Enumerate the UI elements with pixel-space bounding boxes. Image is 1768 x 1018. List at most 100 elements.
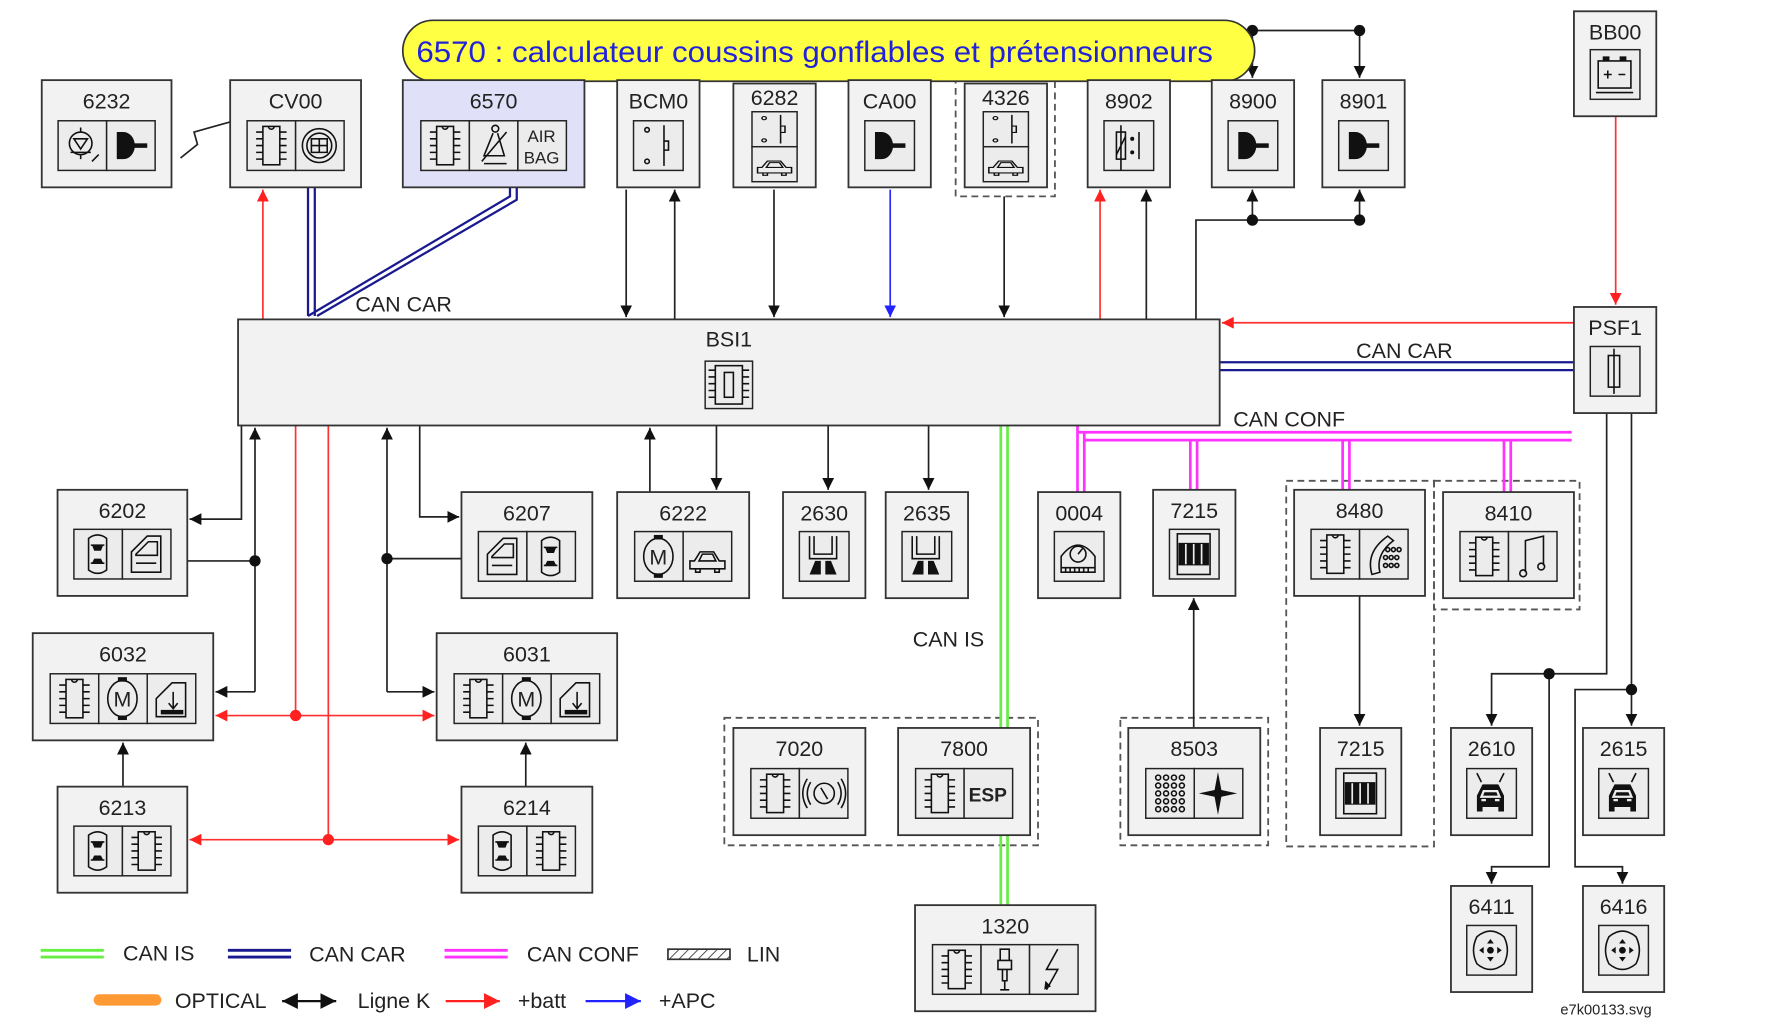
door-contact-icon xyxy=(992,114,1018,144)
legend-apc: +APC xyxy=(585,989,716,1013)
icon-panel xyxy=(1358,528,1409,580)
icon-panel xyxy=(963,767,1014,819)
module-6282[interactable]: 6282 xyxy=(732,82,817,189)
module-8480[interactable]: 8480 xyxy=(1293,488,1426,597)
speaker-icon xyxy=(1472,930,1509,971)
icon-panel xyxy=(682,530,733,582)
module-1320[interactable]: 1320 xyxy=(914,904,1097,1013)
chip-icon xyxy=(941,949,973,990)
module-label: 2610 xyxy=(1468,737,1516,761)
module-0004[interactable]: 0004 xyxy=(1037,491,1122,600)
module-label: 7800 xyxy=(940,737,988,761)
can-is-label: CAN IS xyxy=(913,628,984,652)
icon-panel xyxy=(1507,530,1558,582)
module-8902[interactable]: 8902 xyxy=(1086,79,1171,189)
module-8410[interactable]: 8410 xyxy=(1442,491,1575,600)
car-icon xyxy=(689,551,726,573)
legend-label: CAN CONF xyxy=(527,943,639,967)
icon-panel xyxy=(477,825,528,877)
module-7020[interactable]: 7020 xyxy=(732,727,867,837)
car-front-icon xyxy=(1608,772,1637,812)
relay-icon xyxy=(1115,125,1140,171)
module-6416[interactable]: 6416 xyxy=(1582,885,1666,993)
chip-icon xyxy=(59,678,90,719)
chip-icon xyxy=(131,830,162,871)
key-icon xyxy=(1238,132,1269,160)
module-7215[interactable]: 7215 xyxy=(1319,727,1403,837)
module-label: 6032 xyxy=(99,642,147,666)
sensor-icon xyxy=(68,127,100,162)
module-6202[interactable]: 6202 xyxy=(56,488,189,597)
legend-label: CAN CAR xyxy=(309,943,405,967)
module-label: 8900 xyxy=(1229,89,1277,113)
icon-panel xyxy=(751,110,798,148)
module-psf1[interactable]: PSF1 xyxy=(1573,306,1658,414)
module-label: 7215 xyxy=(1337,737,1385,761)
module-ca00[interactable]: CA00 xyxy=(847,79,932,189)
legend-batt: +batt xyxy=(445,989,566,1013)
module-label: 6213 xyxy=(99,796,147,820)
motor-icon: M xyxy=(642,534,674,578)
chip-icon xyxy=(256,125,287,166)
module-label: 6207 xyxy=(503,501,551,525)
icon-panel xyxy=(1589,345,1641,397)
module-label: 2630 xyxy=(800,501,848,525)
icon-panel xyxy=(57,120,108,172)
airbag-text: BAG xyxy=(524,149,560,168)
icon-panel xyxy=(798,530,850,582)
module-8901[interactable]: 8901 xyxy=(1321,79,1406,189)
module-2630[interactable]: 2630 xyxy=(782,491,867,600)
module-bb00[interactable]: BB00 xyxy=(1573,10,1658,118)
can-conf-label: CAN CONF xyxy=(1233,408,1345,432)
module-8503[interactable]: 8503 xyxy=(1127,727,1262,837)
chip-icon xyxy=(924,773,956,814)
module-bcm0[interactable]: BCM0 xyxy=(616,79,701,189)
legend-can-is: CAN IS xyxy=(40,941,194,965)
legend-label: Ligne K xyxy=(358,989,431,1013)
can-car-label: CAN CAR xyxy=(355,292,451,316)
module-label: 6222 xyxy=(659,501,707,525)
module-6207[interactable]: 6207 xyxy=(460,491,594,600)
module-6232[interactable]: 6232 xyxy=(40,79,173,189)
chip-icon xyxy=(759,773,791,814)
banner-bubble xyxy=(401,19,1256,83)
module-label: 8902 xyxy=(1105,89,1153,113)
module-bsi1[interactable]: BSI1 xyxy=(237,318,1221,427)
car-front-icon xyxy=(1476,772,1505,812)
can-car-label: CAN CAR xyxy=(1356,339,1452,363)
esp-text: ESP xyxy=(969,785,1008,806)
module-2635[interactable]: 2635 xyxy=(884,491,969,600)
module-8900[interactable]: 8900 xyxy=(1210,79,1296,189)
car-top-icon xyxy=(540,536,561,577)
banner-text: 6570 : calculateur coussins gonflables e… xyxy=(416,36,1213,69)
module-7215[interactable]: 7215 xyxy=(1152,488,1237,597)
module-2615[interactable]: 2615 xyxy=(1582,727,1666,837)
module-6214[interactable]: 6214 xyxy=(460,785,594,894)
module-label: 1320 xyxy=(981,914,1029,938)
icon-panel xyxy=(146,673,197,725)
module-label: 2615 xyxy=(1600,737,1648,761)
module-label: 6214 xyxy=(503,796,551,820)
icon-panel xyxy=(1028,943,1079,996)
icon-panel xyxy=(420,120,471,172)
module-6213[interactable]: 6213 xyxy=(56,785,189,894)
compass-icon xyxy=(1198,771,1238,815)
motor-letter: M xyxy=(113,688,131,712)
module-2610[interactable]: 2610 xyxy=(1450,727,1534,837)
key-icon xyxy=(116,132,148,160)
module-4326[interactable]: 4326 xyxy=(963,82,1048,189)
injector-icon xyxy=(997,948,1013,991)
module-6411[interactable]: 6411 xyxy=(1450,885,1534,993)
module-cv00[interactable]: CV00 xyxy=(229,79,362,189)
module-label: 8503 xyxy=(1170,737,1218,761)
icon-panel xyxy=(550,673,601,725)
icon-panel xyxy=(1310,528,1361,580)
fuse-icon xyxy=(1607,348,1621,394)
icon-panel xyxy=(633,530,684,582)
